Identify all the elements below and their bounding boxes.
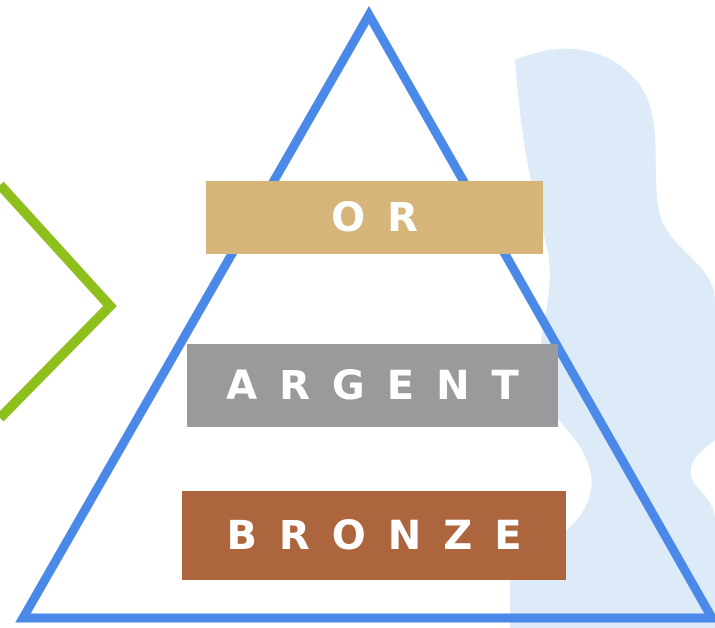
background-blob	[510, 48, 715, 628]
tier-silver-label: ARGENT	[187, 344, 558, 427]
pyramid-triangle	[15, 5, 715, 623]
tier-gold-label: OR	[206, 181, 543, 254]
tier-bronze-label: BRONZE	[182, 491, 566, 580]
chevron-right-icon	[0, 181, 117, 422]
